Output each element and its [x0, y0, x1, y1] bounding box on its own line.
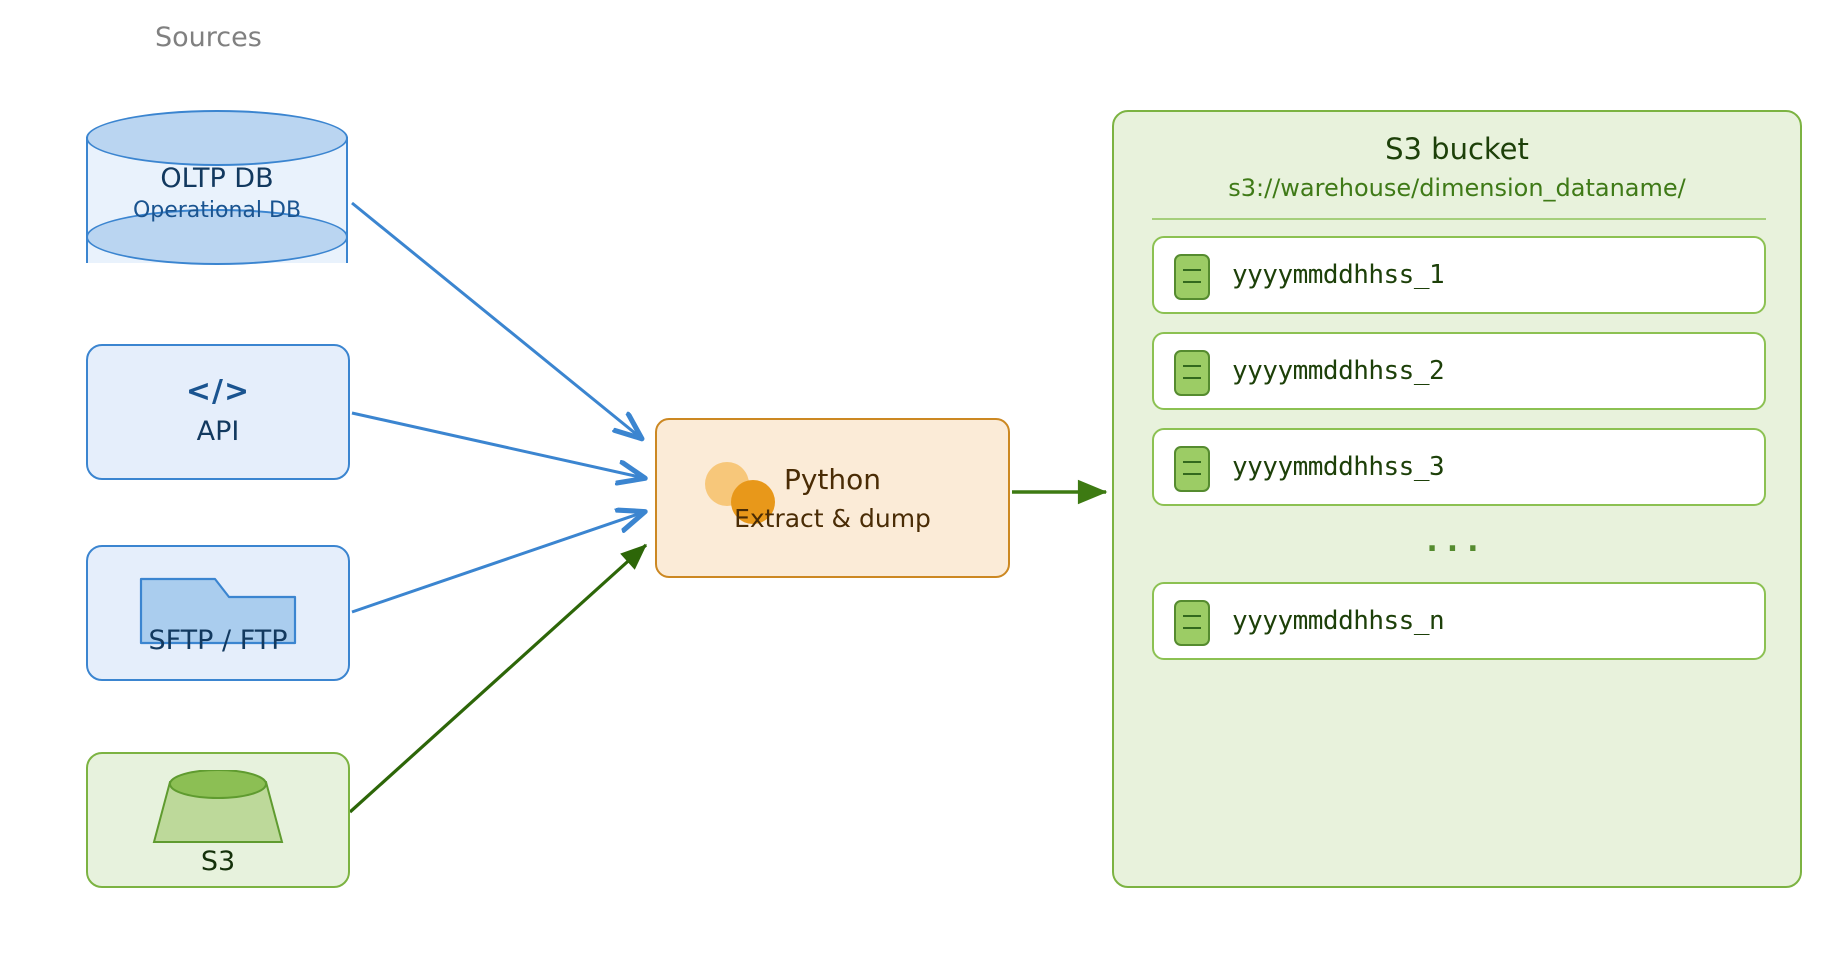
file-name: yyyymmddhhss_3	[1232, 452, 1445, 482]
python-node[interactable]: Python Extract & dump	[655, 418, 1010, 578]
edge-oltp-to-python	[351, 201, 641, 438]
source-node-api[interactable]: </> API	[86, 344, 350, 480]
edge-sftp-to-python	[351, 512, 644, 614]
bucket-ellipsis: ...	[1426, 524, 1488, 559]
python-circles-icon	[705, 462, 777, 524]
file-row[interactable]: yyyymmddhhss_3	[1152, 428, 1766, 506]
python-subtitle: Extract & dump	[734, 504, 931, 533]
file-row[interactable]: yyyymmddhhss_1	[1152, 236, 1766, 314]
file-icon	[1174, 446, 1210, 492]
api-label: API	[196, 416, 240, 447]
sftp-ftp-label: SFTP / FTP	[148, 625, 288, 656]
bucket-path: s3://warehouse/dimension_dataname/	[1228, 174, 1686, 202]
cylinder-top-ellipse	[86, 110, 348, 166]
file-icon	[1174, 350, 1210, 396]
file-name: yyyymmddhhss_1	[1232, 260, 1445, 290]
source-node-oltp-db[interactable]: OLTP DB Operational DB	[86, 110, 350, 290]
file-name: yyyymmddhhss_n	[1232, 606, 1445, 636]
source-node-s3[interactable]: S3	[86, 752, 350, 888]
file-row[interactable]: yyyymmddhhss_n	[1152, 582, 1766, 660]
oltp-db-text: OLTP DB Operational DB	[86, 162, 348, 226]
python-title: Python	[783, 463, 882, 496]
file-row[interactable]: yyyymmddhhss_2	[1152, 332, 1766, 410]
s3-bucket-panel: S3 bucket s3://warehouse/dimension_datan…	[1112, 110, 1802, 888]
oltp-db-title: OLTP DB	[160, 163, 274, 194]
code-brackets-icon: </>	[185, 374, 251, 409]
edge-s3source-to-python	[348, 543, 648, 814]
bucket-title: S3 bucket	[1385, 132, 1529, 166]
file-icon	[1174, 254, 1210, 300]
bucket-divider	[1152, 218, 1766, 220]
file-icon	[1174, 600, 1210, 646]
folder-icon	[139, 577, 297, 645]
python-circle-dark	[731, 480, 775, 524]
sources-label: Sources	[155, 22, 262, 53]
oltp-db-subtitle: Operational DB	[132, 198, 302, 223]
cylinder-bottom-ellipse	[86, 209, 348, 265]
s3-bucket-icon	[152, 770, 284, 843]
edge-api-to-python	[351, 411, 644, 478]
file-name: yyyymmddhhss_2	[1232, 356, 1445, 386]
s3-source-label: S3	[200, 846, 236, 877]
source-node-sftp-ftp[interactable]: SFTP / FTP	[86, 545, 350, 681]
